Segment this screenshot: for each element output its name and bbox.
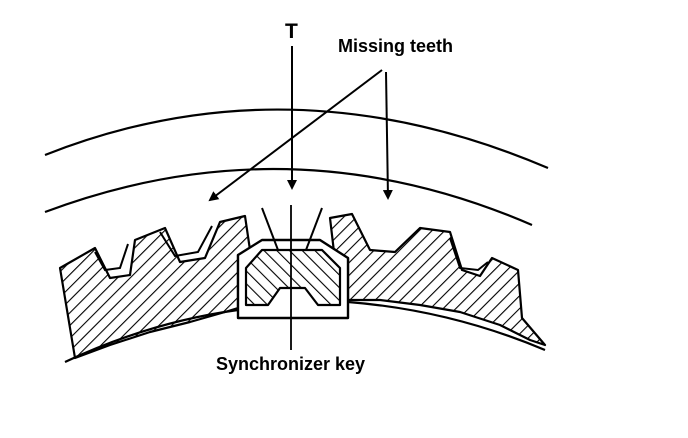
outer-arc-second xyxy=(44,167,533,227)
gear-ring-body-right xyxy=(328,212,547,347)
synchronizer-key-label: Synchronizer key xyxy=(216,354,365,374)
arrow-missing-left xyxy=(208,69,383,202)
outer-arc-top xyxy=(44,108,549,170)
tooth-gap-3 xyxy=(449,237,489,272)
tooth-gap-1 xyxy=(94,243,129,272)
synchronizer-key-shape xyxy=(244,248,342,307)
arrow-missing-right xyxy=(382,71,393,200)
sleeve-tooth-left xyxy=(261,207,279,251)
gear-ring-body xyxy=(58,214,252,360)
sleeve-tooth-right xyxy=(305,207,323,251)
inner-ring-curve-right xyxy=(347,300,546,352)
force-label-t: T xyxy=(285,20,298,43)
inner-ring-curve xyxy=(64,308,239,363)
missing-teeth-label: Missing teeth xyxy=(338,36,453,56)
tooth-gap-2 xyxy=(159,225,213,258)
